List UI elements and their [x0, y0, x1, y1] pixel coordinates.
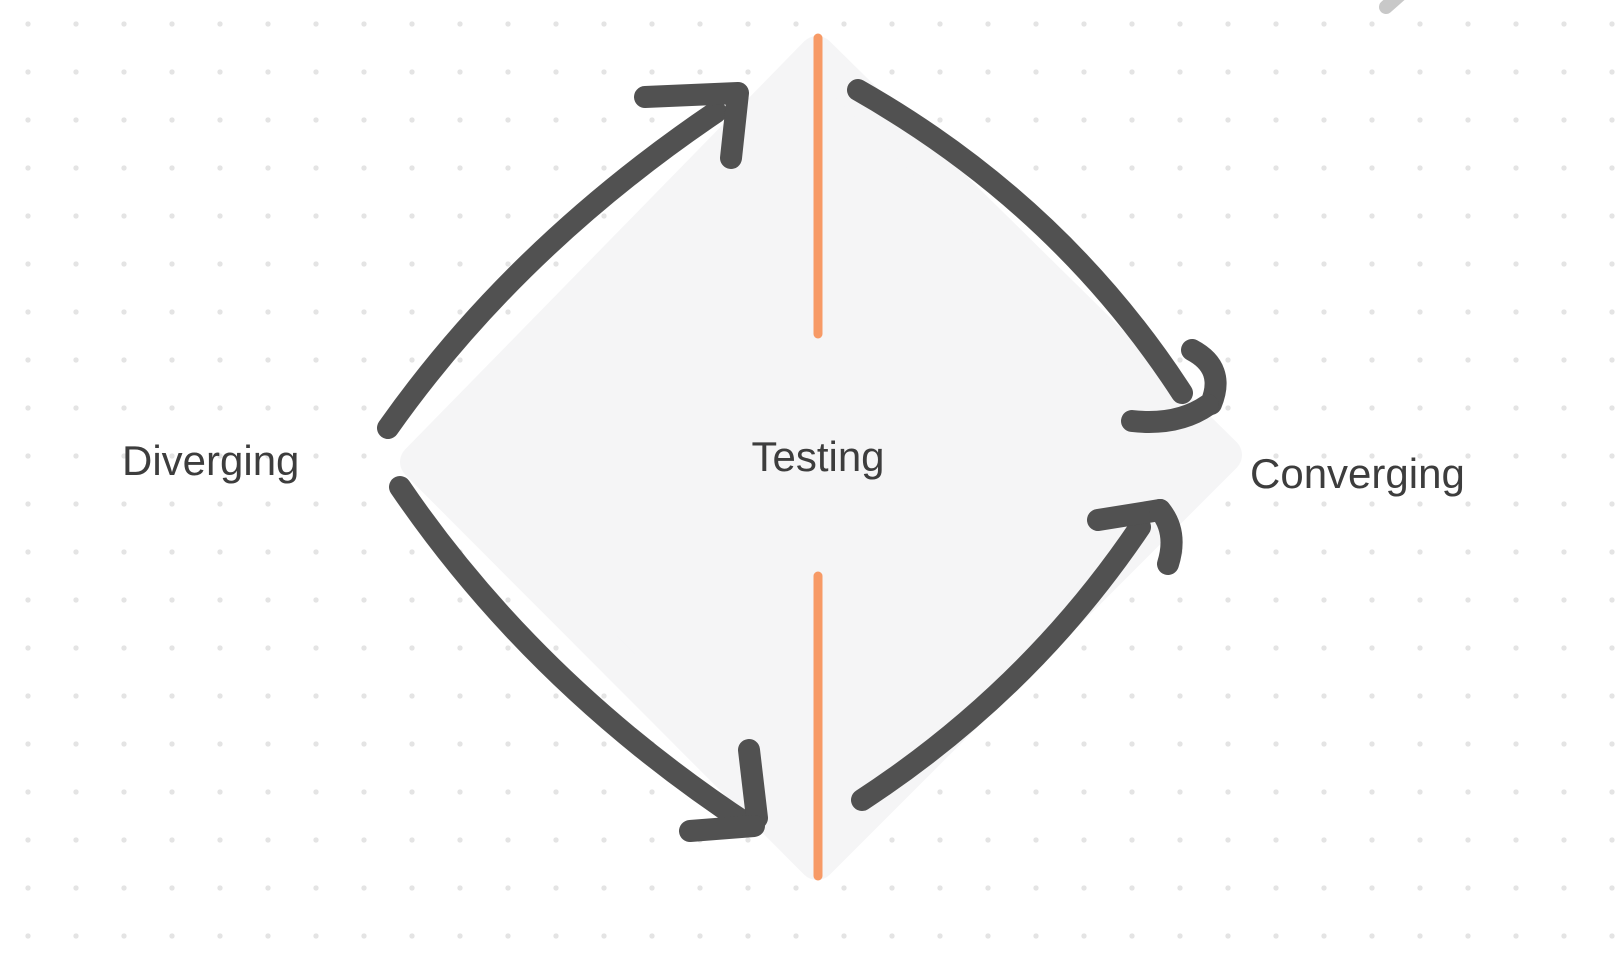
faded-stroke-fragment[interactable]: [1379, 0, 1405, 14]
arrow-testing-top-icon[interactable]: [847, 79, 1227, 433]
label-diverging[interactable]: Diverging: [122, 437, 300, 484]
arrow-converging-bottom-icon[interactable]: [851, 499, 1183, 811]
label-converging[interactable]: Converging: [1250, 450, 1465, 497]
arrow-diverging-top-icon[interactable]: [377, 82, 749, 439]
arrow-strokes: [377, 79, 1227, 842]
arrow-testing-bottom-icon[interactable]: [389, 476, 768, 842]
label-testing[interactable]: Testing: [751, 433, 885, 480]
